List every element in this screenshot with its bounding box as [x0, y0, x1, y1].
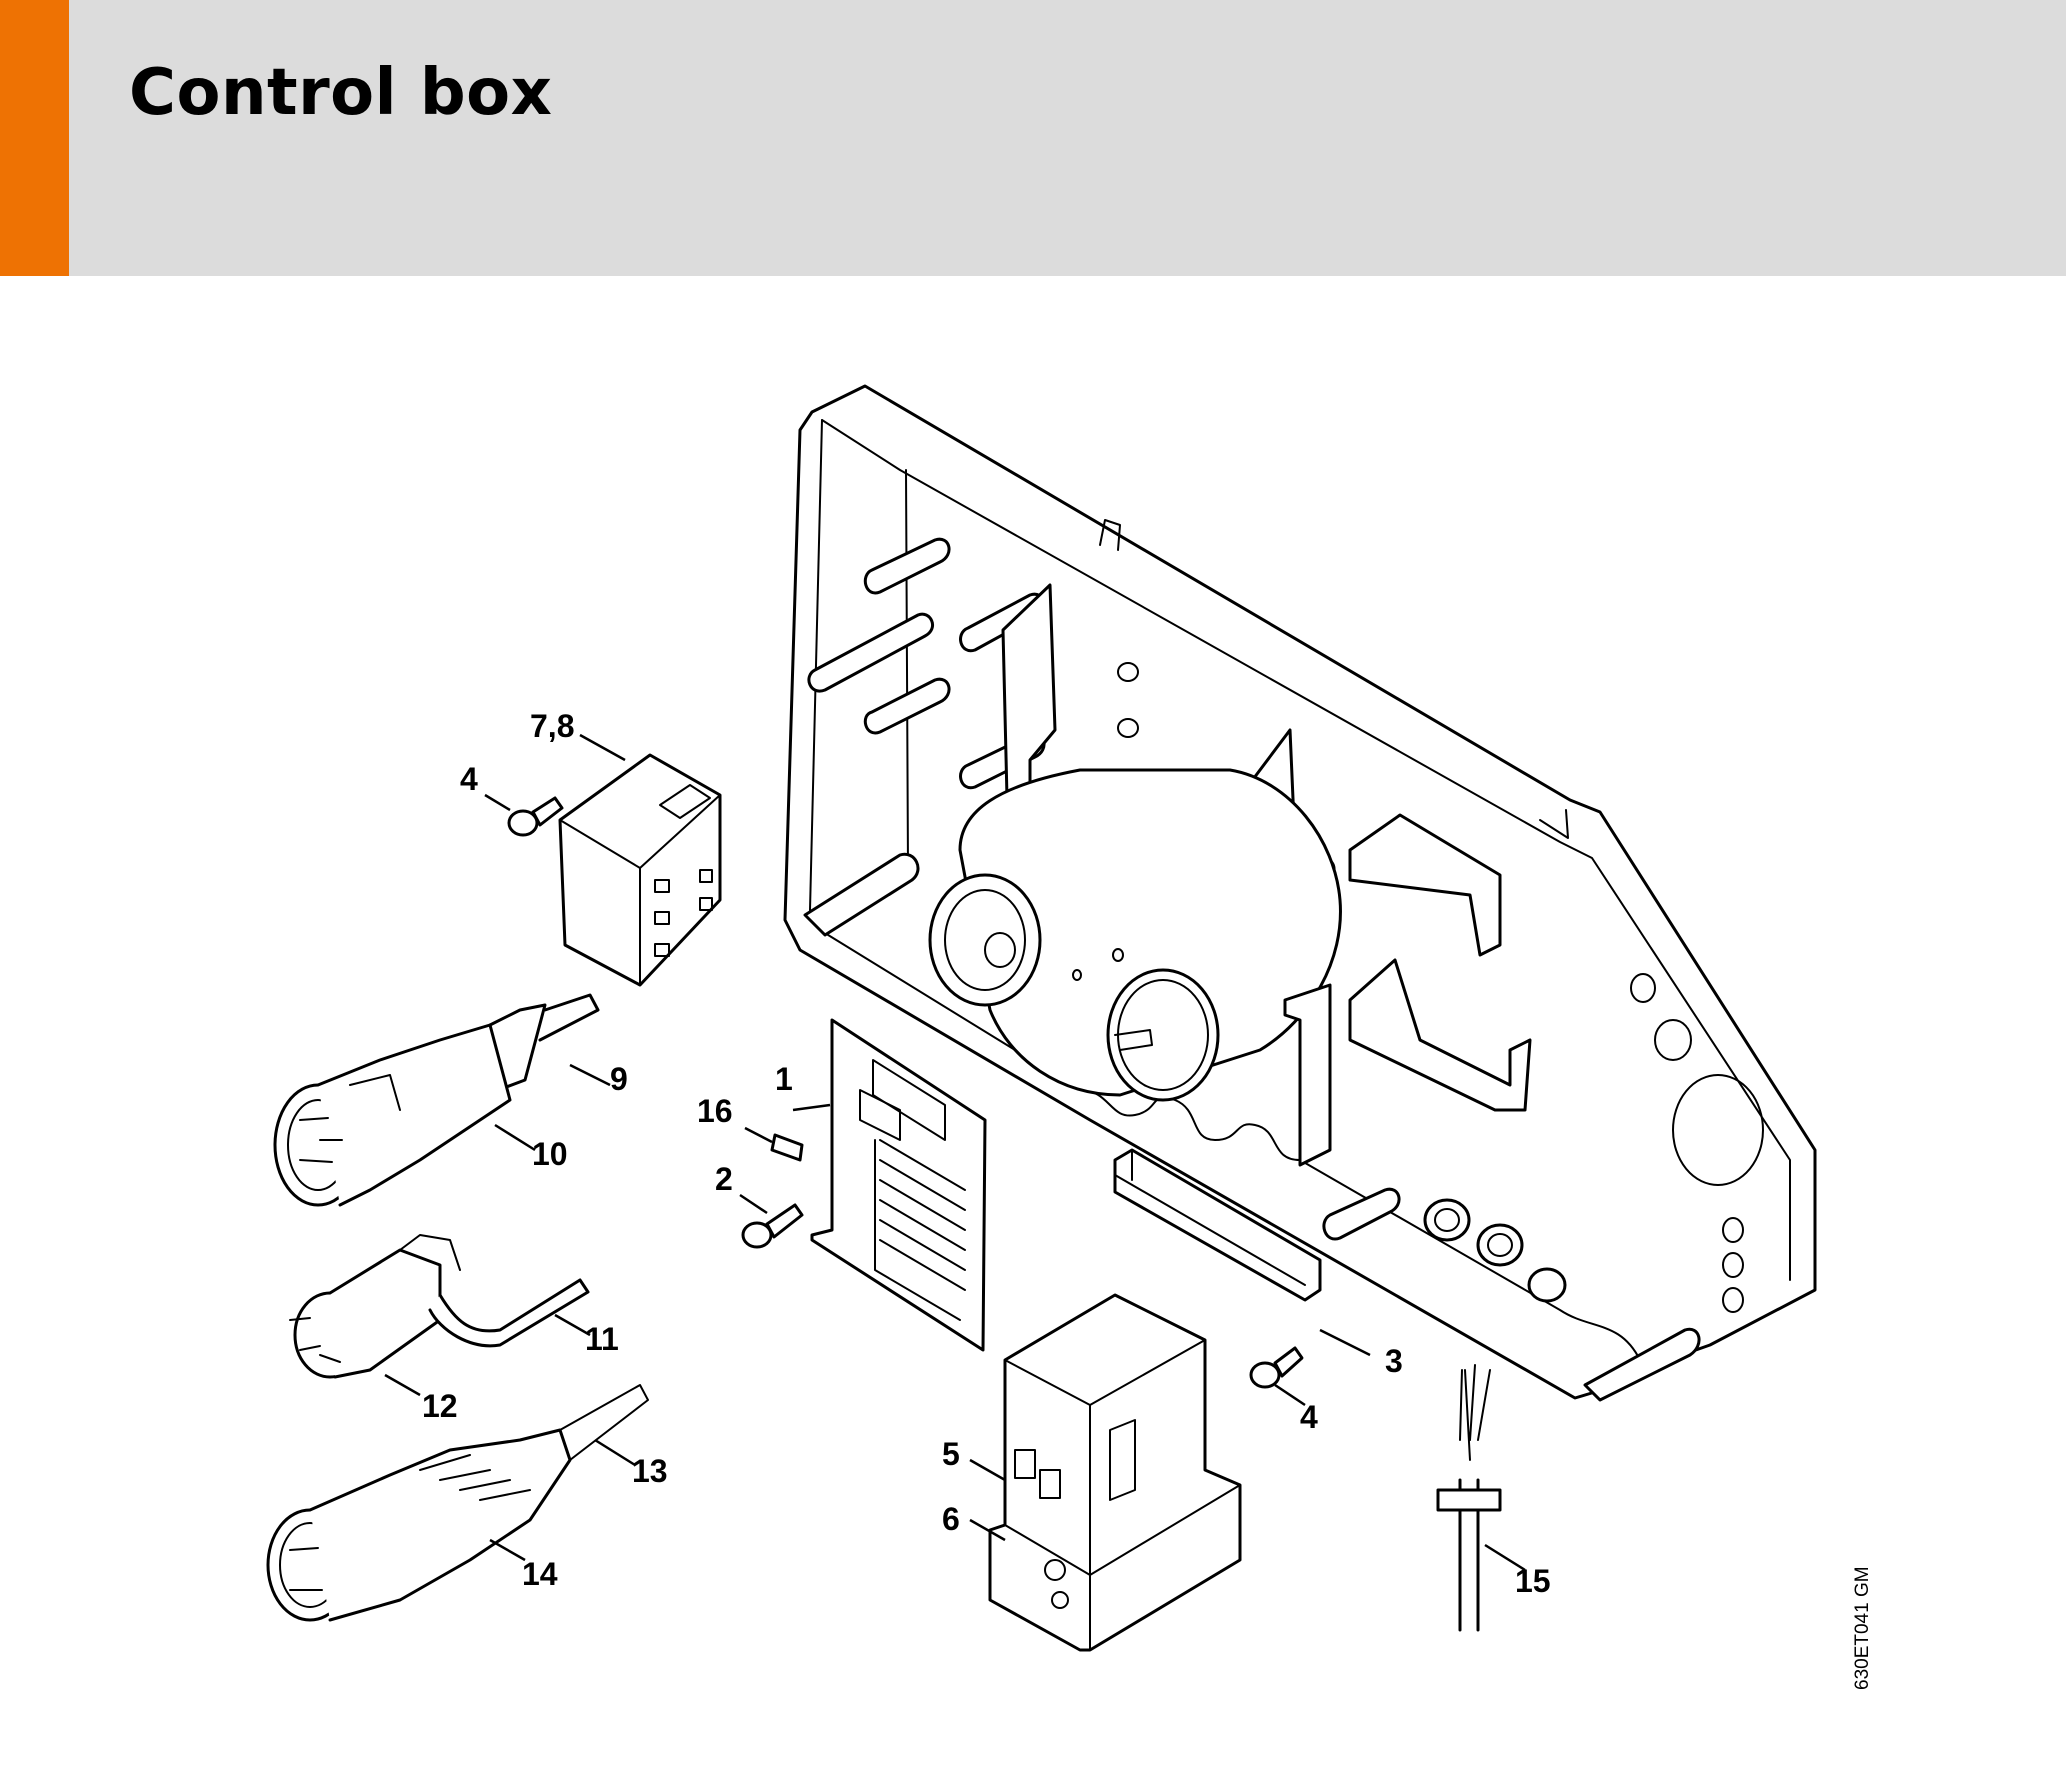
- compartment-brackets: [1283, 813, 1532, 1167]
- cable-glands: [1322, 1187, 1567, 1303]
- callout-13: 13: [632, 1453, 668, 1489]
- leader-lines: [384, 733, 1526, 1572]
- contactor-and-relay: [988, 1293, 1242, 1652]
- screw-4-right: [1249, 1346, 1304, 1389]
- callout-10: 10: [532, 1136, 568, 1172]
- cable-with-grommet: [1436, 1364, 1502, 1632]
- plug-10-with-cable: [273, 993, 600, 1207]
- din-rail: [1113, 1148, 1322, 1302]
- callout-7-8: 7,8: [530, 708, 574, 744]
- fuse-16: [770, 1133, 804, 1162]
- callout-2: 2: [715, 1161, 733, 1197]
- switch-block: [558, 753, 722, 987]
- drawing-code: 630ET041 GM: [1852, 1566, 1873, 1690]
- callout-3: 3: [1385, 1343, 1403, 1379]
- cylindrical-housing: [928, 768, 1342, 1102]
- callout-5: 5: [942, 1436, 960, 1472]
- page-title: Control box: [129, 56, 553, 130]
- callout-12: 12: [422, 1388, 458, 1424]
- callout-4-right: 4: [1300, 1399, 1318, 1435]
- screw-2: [741, 1203, 804, 1249]
- header-banner: Control box: [0, 0, 2066, 276]
- plug-12-with-cable: [289, 1234, 590, 1379]
- callout-15: 15: [1515, 1563, 1551, 1599]
- plug-14-with-cable: [266, 1384, 649, 1622]
- callout-1: 1: [775, 1061, 793, 1097]
- screw-4-left: [507, 796, 564, 837]
- callout-9: 9: [610, 1061, 628, 1097]
- callout-16: 16: [697, 1093, 733, 1129]
- callout-4-left: 4: [460, 761, 478, 797]
- callout-11: 11: [585, 1321, 619, 1357]
- circuit-board: [810, 1018, 987, 1352]
- callout-14: 14: [522, 1556, 558, 1592]
- callout-labels: 7,8 4 9 10 1 16 2 11 12 13 14 3 4 5 6 15: [422, 708, 1551, 1599]
- callout-6: 6: [942, 1501, 960, 1537]
- accent-bar: [0, 0, 69, 276]
